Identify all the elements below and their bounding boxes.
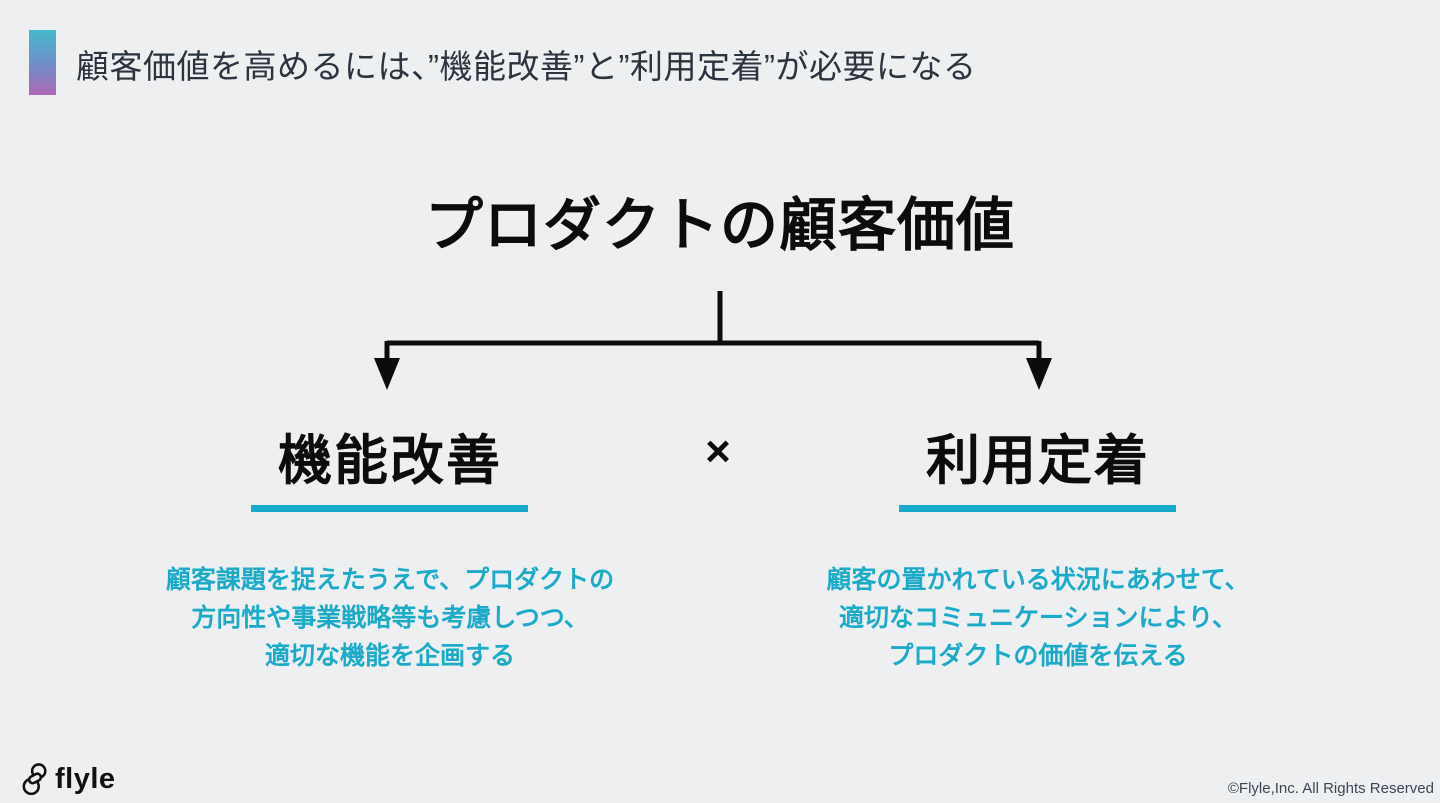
teal-underline-left <box>251 505 528 512</box>
branch-description-right: 顧客の置かれている状況にあわせて、 適切なコミュニケーションにより、 プロダクト… <box>788 561 1288 675</box>
teal-underline-right <box>899 505 1176 512</box>
branch-label-feature-improvement: 機能改善 <box>278 431 502 491</box>
multiply-operator: × <box>705 427 731 476</box>
flyle-logo-text: flyle <box>55 762 116 795</box>
flyle-logo-icon <box>22 763 47 796</box>
description-line: 方向性や事業戦略等も考慮しつつ、 <box>191 604 589 632</box>
tree-connector-arrows <box>374 291 1052 390</box>
flyle-logo: flyle <box>22 762 116 796</box>
branch-description-left: 顧客課題を捉えたうえで、プロダクトの 方向性や事業戦略等も考慮しつつ、 適切な機… <box>140 561 640 675</box>
description-line: 顧客の置かれている状況にあわせて、 <box>826 566 1250 594</box>
description-line: 適切な機能を企画する <box>264 642 515 670</box>
description-line: プロダクトの価値を伝える <box>888 642 1188 670</box>
header-accent-bar <box>29 30 56 95</box>
arrow-down-right-icon <box>1026 358 1052 390</box>
slide-header-title: 顧客価値を高めるには、”機能改善”と”利用定着”が必要になる <box>76 48 977 85</box>
description-line: 顧客課題を捉えたうえで、プロダクトの <box>165 566 615 594</box>
arrow-down-left-icon <box>374 358 400 390</box>
description-line: 適切なコミュニケーションにより、 <box>838 604 1237 632</box>
diagram-title: プロダクトの顧客価値 <box>424 193 1015 258</box>
copyright-text: ©Flyle,Inc. All Rights Reserved <box>1227 780 1434 797</box>
branch-label-usage-retention: 利用定着 <box>926 431 1150 491</box>
